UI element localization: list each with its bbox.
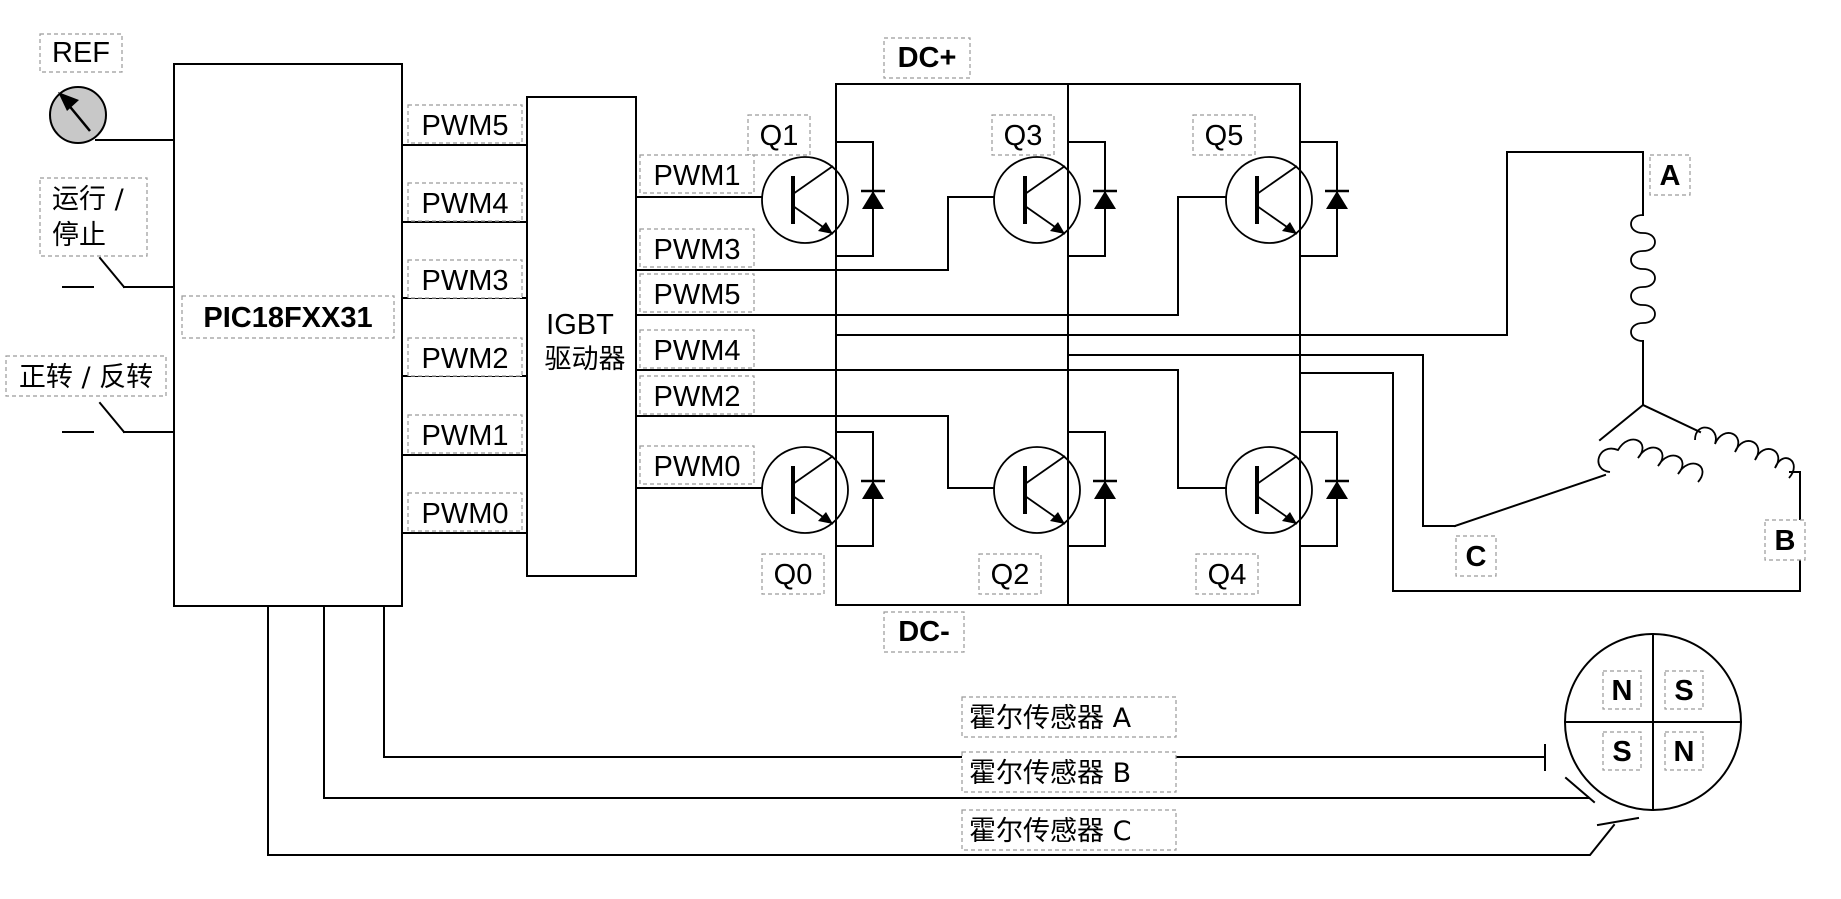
mcu-pwm0-label: PWM0: [407, 492, 523, 532]
svg-text:IGBT: IGBT: [546, 309, 614, 341]
svg-text:PWM4: PWM4: [654, 335, 741, 367]
igbt-driver-block: IGBT 驱动器: [526, 96, 637, 577]
transistor-q5: [1224, 141, 1351, 257]
hall-c-label: 霍尔传感器 C: [961, 809, 1177, 851]
rotor-pole-s-bottom: S: [1612, 736, 1631, 768]
rotor-pole-n-top: N: [1612, 675, 1633, 707]
ref-potentiometer[interactable]: [49, 86, 175, 144]
svg-text:PWM1: PWM1: [422, 420, 509, 452]
svg-text:PWM4: PWM4: [422, 188, 509, 220]
q5-label: Q5: [1192, 114, 1256, 156]
mcu-block: PIC18FXX31: [173, 63, 403, 607]
hall-b-label: 霍尔传感器 B: [961, 751, 1177, 793]
gate-drive-wires: [635, 196, 1227, 489]
svg-text:DC-: DC-: [898, 616, 950, 648]
phase-b-label: B: [1764, 519, 1806, 561]
q3-label: Q3: [991, 114, 1055, 156]
rotor-pole-s-top: S: [1674, 675, 1693, 707]
svg-text:PWM3: PWM3: [654, 234, 741, 266]
svg-text:霍尔传感器 B: 霍尔传感器 B: [969, 758, 1131, 789]
transistor-q3: [992, 141, 1119, 257]
rotor-pole-n-bottom: N: [1674, 736, 1695, 768]
svg-text:霍尔传感器 A: 霍尔传感器 A: [969, 703, 1132, 734]
gate-pwm3-label: PWM3: [639, 228, 755, 268]
mcu-pwm2-label: PWM2: [407, 337, 523, 377]
svg-text:DC+: DC+: [898, 42, 957, 74]
fwd-rev-label: 正转 / 反转: [5, 355, 167, 397]
dc-minus-bus: DC-: [835, 604, 1301, 653]
q1-label: Q1: [747, 114, 811, 156]
transistor-q2: [992, 431, 1119, 547]
svg-text:Q3: Q3: [1004, 120, 1043, 152]
svg-text:Q2: Q2: [991, 559, 1030, 591]
phase-a-label: A: [1649, 154, 1691, 196]
svg-text:C: C: [1466, 541, 1487, 573]
svg-text:Q4: Q4: [1208, 559, 1247, 591]
svg-text:停止: 停止: [52, 220, 106, 251]
svg-text:运行 /: 运行 /: [52, 184, 125, 215]
mcu-pwm4-label: PWM4: [407, 182, 523, 222]
svg-text:Q5: Q5: [1205, 120, 1244, 152]
svg-text:正转 / 反转: 正转 / 反转: [19, 362, 153, 393]
transistor-q4: [1224, 431, 1351, 547]
phase-legs: [835, 83, 1301, 606]
transistor-q1: [760, 141, 887, 257]
svg-text:Q0: Q0: [774, 559, 813, 591]
hall-a-label: 霍尔传感器 A: [961, 696, 1177, 738]
phase-output-wires: [835, 151, 1801, 592]
svg-text:PWM1: PWM1: [654, 160, 741, 192]
svg-text:霍尔传感器 C: 霍尔传感器 C: [969, 816, 1131, 847]
motor-windings: [1453, 204, 1795, 528]
svg-text:驱动器: 驱动器: [545, 344, 626, 375]
q0-label: Q0: [761, 553, 825, 595]
gate-pwm1-label: PWM1: [639, 154, 755, 194]
mcu-pwm1-label: PWM1: [407, 414, 523, 454]
ref-label: REF: [39, 33, 123, 73]
q2-label: Q2: [978, 553, 1042, 595]
svg-text:REF: REF: [52, 37, 110, 69]
svg-text:PWM5: PWM5: [422, 110, 509, 142]
rotor-magnet: N S S N: [1564, 633, 1742, 811]
phase-c-label: C: [1455, 535, 1497, 577]
q4-label: Q4: [1195, 553, 1259, 595]
run-stop-label: 运行 / 停止: [39, 177, 148, 257]
svg-text:PWM3: PWM3: [422, 265, 509, 297]
svg-text:A: A: [1660, 160, 1681, 192]
svg-text:PWM5: PWM5: [654, 279, 741, 311]
gate-pwm0-label: PWM0: [639, 445, 755, 485]
transistor-q0: [760, 431, 887, 547]
fwd-rev-switch[interactable]: [62, 401, 175, 434]
gate-pwm4-label: PWM4: [639, 329, 755, 369]
dc-plus-bus: DC+: [835, 37, 1301, 85]
mcu-pwm5-label: PWM5: [407, 104, 523, 144]
gate-pwm2-label: PWM2: [639, 375, 755, 415]
svg-text:PWM0: PWM0: [654, 451, 741, 483]
svg-text:PWM2: PWM2: [422, 343, 509, 375]
svg-text:PWM0: PWM0: [422, 498, 509, 530]
run-stop-switch[interactable]: [62, 256, 175, 289]
svg-text:PIC18FXX31: PIC18FXX31: [203, 302, 372, 334]
svg-text:B: B: [1775, 525, 1796, 557]
svg-text:Q1: Q1: [760, 120, 799, 152]
mcu-pwm3-label: PWM3: [407, 259, 523, 299]
gate-pwm5-label: PWM5: [639, 273, 755, 313]
svg-text:PWM2: PWM2: [654, 381, 741, 413]
